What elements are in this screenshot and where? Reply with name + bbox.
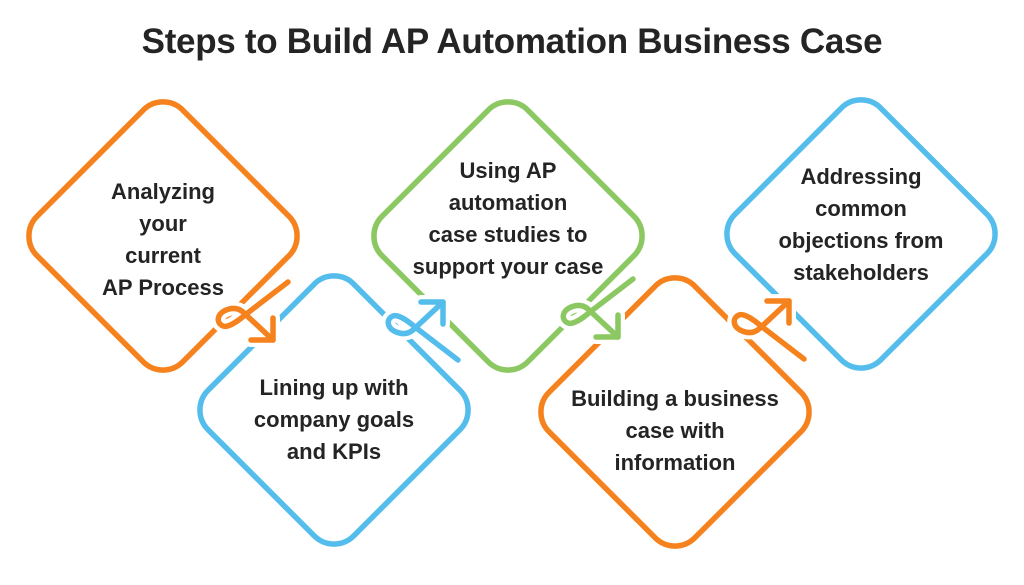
arrow-step-2-to-3 (381, 295, 465, 367)
arrowhead-icon (248, 315, 276, 343)
page-title: Steps to Build AP Automation Business Ca… (141, 22, 883, 61)
arrow-step-4-to-5 (727, 294, 811, 366)
step-1-label: Analyzing your current AP Process (102, 179, 224, 300)
step-5-label: Addressing common objections from stakeh… (778, 164, 944, 285)
arrow-step-1-to-2 (211, 275, 295, 347)
step-4-label: Building a business case with informatio… (571, 386, 779, 475)
arrowhead-icon (593, 312, 621, 340)
arrow-step-3-to-4 (556, 272, 640, 344)
arrowhead-icon (764, 298, 792, 326)
arrowhead-icon (418, 299, 446, 327)
step-2-label: Lining up with company goals and KPIs (253, 375, 415, 464)
step-3-label: Using AP automation case studies to supp… (412, 158, 604, 279)
